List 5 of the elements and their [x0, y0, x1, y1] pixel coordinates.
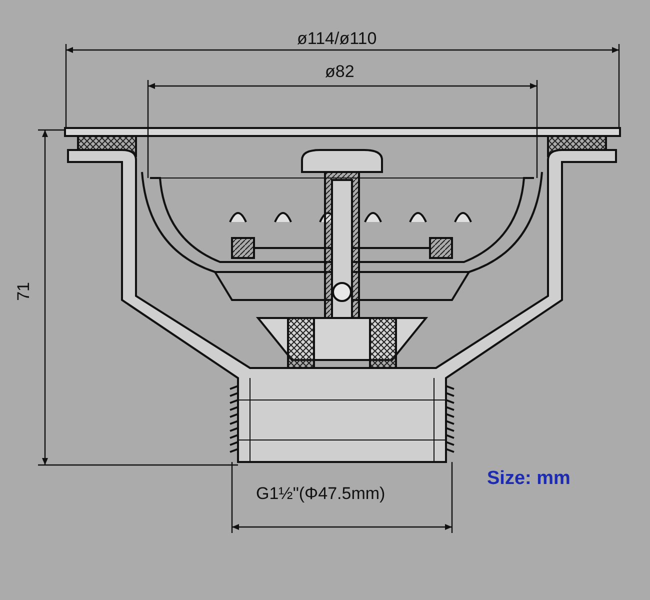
dimension-label: ø82	[325, 62, 354, 82]
unit-note: Size: mm	[487, 469, 570, 489]
dimension-label: G1½"(Φ47.5mm)	[256, 484, 386, 504]
dimension-label: ø114/ø110	[297, 29, 377, 49]
dimension-label: 71	[14, 282, 34, 301]
